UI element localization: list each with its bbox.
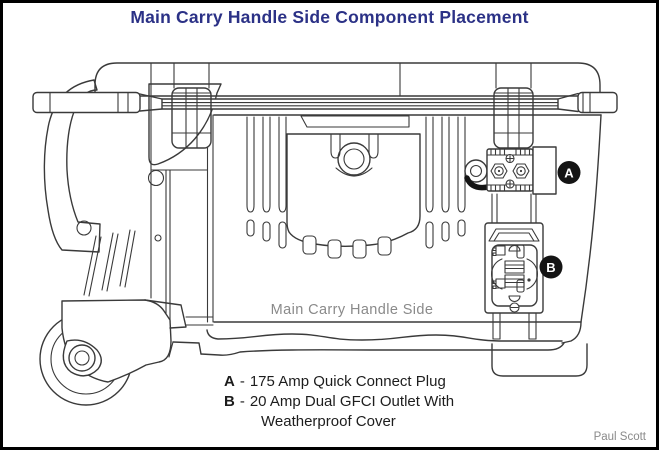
- component-b-gfci-outlet: [484, 222, 544, 314]
- caster-wheel-assembly: [39, 299, 187, 406]
- legend: A - 175 Amp Quick Connect Plug B - 20 Am…: [224, 372, 454, 432]
- legend-text-b-line2: Weatherproof Cover: [261, 413, 396, 430]
- marker-b-letter: B: [546, 260, 555, 275]
- legend-item-b: B - 20 Amp Dual GFCI Outlet With: [224, 392, 454, 412]
- credit: Paul Scott: [593, 431, 646, 443]
- legend-key-a: A: [224, 373, 235, 390]
- mounting-strap-rails: [491, 193, 537, 340]
- marker-b: B: [539, 255, 563, 279]
- legend-item-a: A - 175 Amp Quick Connect Plug: [224, 372, 454, 392]
- marker-a-circle: [557, 161, 581, 184]
- legend-text-b: 20 Amp Dual GFCI Outlet With: [249, 393, 455, 410]
- case-body: [94, 62, 602, 323]
- diagram-side-label: Main Carry Handle Side: [271, 302, 434, 318]
- handle-grip-right: [577, 91, 618, 114]
- case-ribs: [246, 116, 466, 249]
- latch-right: [493, 62, 534, 149]
- carry-handle-recess: [286, 115, 421, 259]
- legend-dash: -: [239, 373, 245, 390]
- legend-text-a: 175 Amp Quick Connect Plug: [249, 373, 446, 390]
- handle-grip-left: [32, 91, 141, 114]
- latch-left: [171, 62, 212, 149]
- telescoping-handle-bar: [32, 91, 618, 114]
- component-a-quick-connect-plug: [464, 146, 557, 195]
- legend-key-b: B: [224, 393, 235, 410]
- marker-a: A: [557, 161, 581, 184]
- marker-a-letter: A: [564, 166, 574, 181]
- page-title: Main Carry Handle Side Component Placeme…: [130, 7, 529, 27]
- legend-dash: -: [239, 393, 245, 410]
- wheel-column-ribs: [83, 229, 136, 297]
- marker-b-circle: [539, 255, 563, 279]
- case-bottom: [172, 316, 588, 377]
